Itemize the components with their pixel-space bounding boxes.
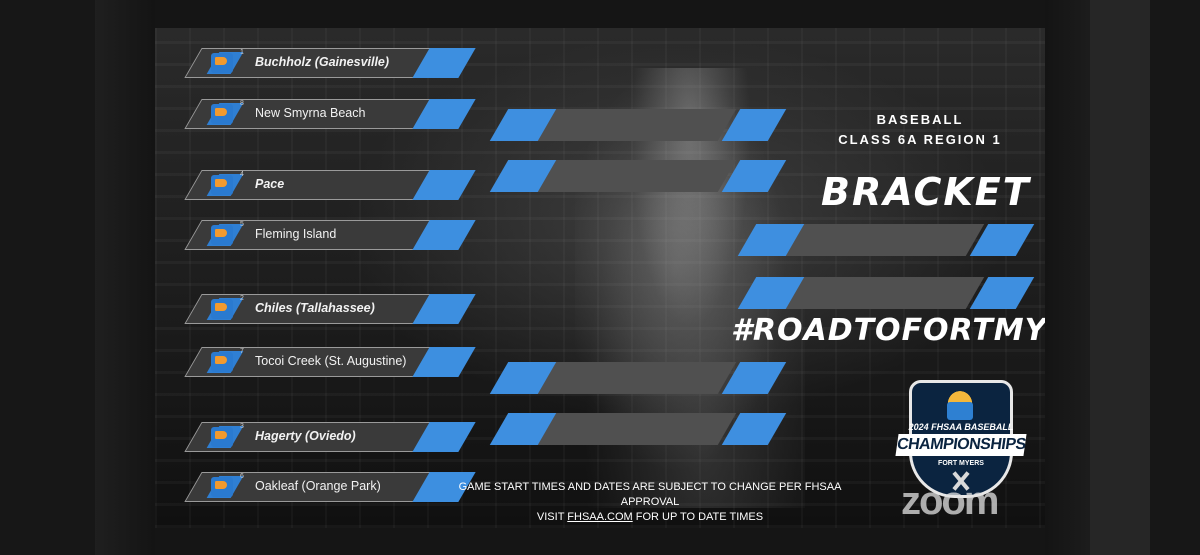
right-letterbox (1045, 0, 1200, 555)
team-seed: 6 (240, 473, 244, 480)
team-seed: 7 (240, 348, 244, 355)
logo-city: FORT MYERS (938, 460, 984, 467)
florida-icon (211, 53, 233, 73)
team-seed: 2 (240, 295, 244, 302)
team-seed: 5 (240, 221, 244, 228)
notice-visit: VISIT (536, 511, 568, 523)
notice-tail: FOR UP TO DATE TIMES (632, 511, 764, 523)
florida-icon (947, 402, 973, 420)
team-seed: 1 (240, 49, 244, 56)
sport-title: BASEBALL (876, 112, 964, 127)
team-name: New Smyrna Beach (255, 106, 366, 120)
schedule-notice: GAME START TIMES AND DATES ARE SUBJECT T… (435, 480, 865, 525)
notice-line-1: GAME START TIMES AND DATES ARE SUBJECT T… (458, 481, 842, 493)
class-region-title: CLASS 6A REGION 1 (838, 132, 1002, 147)
team-name: Chiles (Tallahassee) (255, 301, 375, 315)
team-seed: 8 (240, 100, 244, 107)
team-name: Tocoi Creek (St. Augustine) (255, 354, 407, 368)
logo-championships: CHAMPIONSHIPS (895, 434, 1027, 456)
team-name: Fleming Island (255, 227, 337, 241)
championship-logo: 2024 FHSAA BASEBALL CHAMPIONSHIPS FORT M… (895, 380, 1027, 498)
team-name: Buchholz (Gainesville) (255, 55, 390, 69)
florida-icon (211, 427, 233, 447)
notice-line-3: VISIT FHSAA.COM FOR UP TO DATE TIMES (435, 510, 865, 525)
sun-icon (941, 384, 979, 404)
team-name: Pace (255, 177, 285, 191)
florida-icon (211, 104, 233, 124)
bracket-title: BRACKET (821, 170, 1031, 214)
zoom-watermark: zoom (901, 479, 999, 523)
team-name: Oakleaf (Orange Park) (255, 479, 381, 493)
left-letterbox (0, 0, 155, 555)
florida-icon (211, 299, 233, 319)
bracket-slide: 1 Buchholz (Gainesville) 8 New Smyrna Be… (155, 28, 1045, 528)
logo-year: 2024 FHSAA BASEBALL (908, 422, 1014, 432)
notice-line-2: APPROVAL (620, 496, 680, 508)
florida-icon (211, 477, 233, 497)
team-name: Hagerty (Oviedo) (255, 429, 356, 443)
fhsaa-link[interactable]: FHSAA.COM (567, 511, 633, 523)
hashtag: #ROADTOFORTMYERS (731, 313, 1045, 348)
florida-icon (211, 175, 233, 195)
team-seed: 3 (240, 423, 244, 430)
florida-icon (211, 352, 233, 372)
florida-icon (211, 225, 233, 245)
team-seed: 4 (240, 171, 244, 178)
title-block: BASEBALL CLASS 6A REGION 1 (795, 112, 1045, 147)
